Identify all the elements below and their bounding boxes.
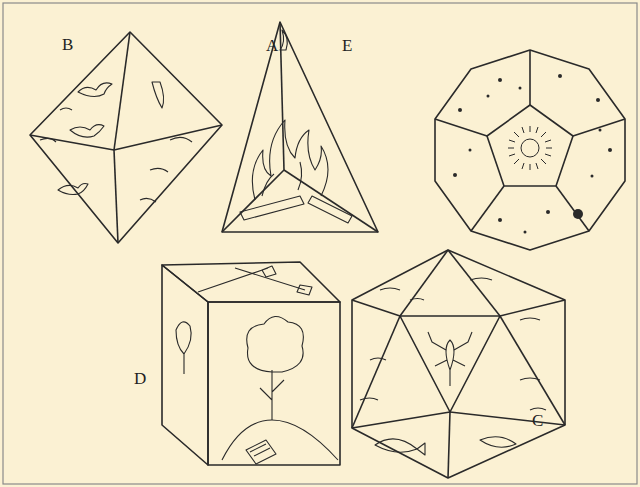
figure-letter: C bbox=[532, 412, 543, 429]
figure-letter: A bbox=[266, 37, 278, 54]
figure-letter: D bbox=[134, 370, 146, 387]
dodecahedron bbox=[435, 50, 625, 250]
octahedron bbox=[30, 32, 222, 243]
figure-letter: E bbox=[342, 37, 352, 54]
figure-letter: B bbox=[62, 36, 73, 53]
icosahedron bbox=[352, 250, 565, 478]
tetrahedron bbox=[222, 22, 378, 232]
frame bbox=[3, 3, 637, 484]
cube bbox=[162, 262, 340, 465]
